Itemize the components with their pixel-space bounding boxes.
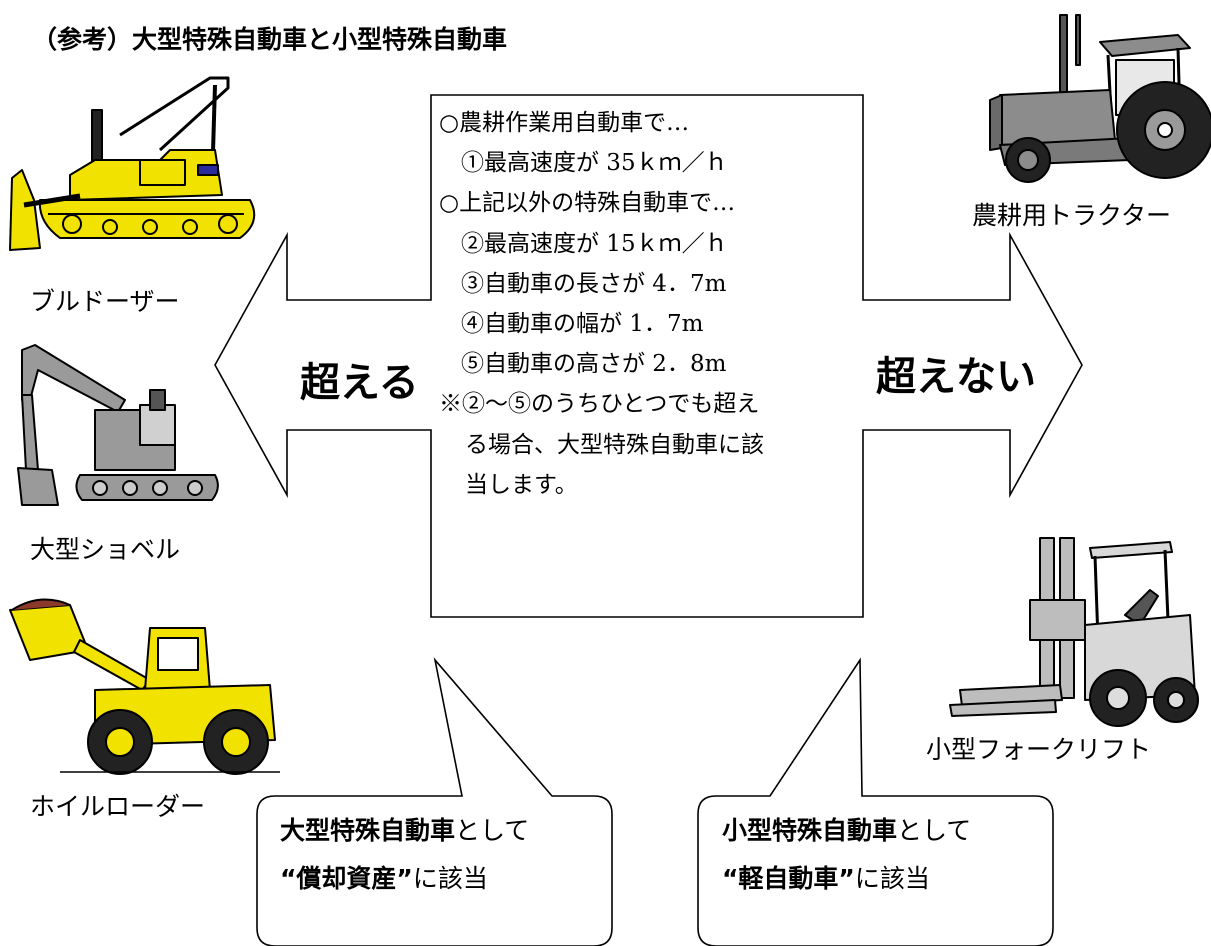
spec-line: ②最高速度が 15ｋｍ／ｈ	[461, 230, 728, 257]
spec-line: ④自動車の幅が 1．7m	[461, 311, 704, 338]
spec-line: ⑤自動車の高さが 2．8m	[461, 351, 727, 378]
callout-right-applies: に該当	[854, 864, 930, 893]
exceeds-label: 超える	[300, 360, 419, 406]
spec-line: ○農耕作業用自動車で…	[439, 110, 690, 136]
callout-left-as: として	[455, 816, 530, 845]
spec-line: る場合、大型特殊自動車に該	[465, 431, 764, 458]
callout-left-text: 大型特殊自動車として “償却資産”に該当	[280, 807, 529, 903]
forklift-illustration	[949, 537, 1199, 727]
wheel-loader-illustration	[9, 598, 280, 775]
excavator-caption: 大型ショベル	[30, 535, 181, 564]
callout-right-as: として	[897, 816, 972, 845]
forklift-caption: 小型フォークリフト	[926, 735, 1152, 764]
callout-left-category: 大型特殊自動車	[280, 816, 456, 845]
not-exceed-label: 超えない	[876, 354, 1036, 400]
spec-line: 当します。	[465, 471, 578, 498]
spec-line: ※②～⑤のうちひとつでも超え	[439, 391, 760, 418]
spec-line: ③自動車の長さが 4．7m	[461, 270, 727, 297]
callout-right-text: 小型特殊自動車として “軽自動車”に該当	[722, 807, 971, 903]
tractor-caption: 農耕用トラクター	[972, 201, 1172, 230]
wheel-loader-caption: ホイルローダー	[30, 792, 206, 821]
spec-line: ①最高速度が 35ｋｍ／ｈ	[461, 150, 728, 177]
bulldozer-illustration	[9, 76, 256, 251]
page-title: （参考）大型特殊自動車と小型特殊自動車	[32, 25, 508, 54]
tractor-illustration	[989, 14, 1211, 183]
spec-line: ○上記以外の特殊自動車で…	[439, 190, 736, 217]
bulldozer-caption: ブルドーザー	[30, 287, 180, 316]
double-arrow-shape	[214, 94, 1083, 618]
callout-left-shape	[256, 657, 613, 946]
callout-left-asset: “償却資産”	[280, 864, 413, 893]
callout-right-asset: “軽自動車”	[722, 864, 855, 893]
spec-text-block: ○農耕作業用自動車で… ①最高速度が 35ｋｍ／ｈ ○上記以外の特殊自動車で… …	[439, 103, 764, 505]
callout-left-applies: に該当	[412, 864, 488, 893]
excavator-illustration	[17, 344, 219, 506]
callout-right-category: 小型特殊自動車	[722, 816, 898, 845]
